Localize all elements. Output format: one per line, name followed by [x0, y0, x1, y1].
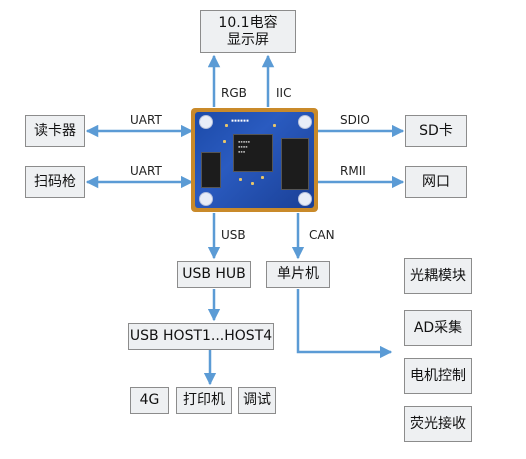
debug-box: 调试 [238, 387, 276, 414]
usb-host-label: USB HOST1...HOST4 [129, 328, 273, 344]
scanner-box: 扫码枪 [25, 166, 85, 198]
network-label: 网口 [422, 173, 450, 190]
optocoupler-box: 光耦模块 [404, 258, 472, 294]
component [223, 140, 226, 143]
printer-box: 打印机 [176, 387, 232, 414]
motor-control-box: 电机控制 [404, 358, 472, 394]
mounting-hole [298, 192, 312, 206]
fluorescence-label: 荧光接收 [410, 415, 466, 432]
debug-label: 调试 [243, 392, 271, 408]
card-reader-label: 读卡器 [34, 122, 76, 139]
display-label-line2: 显示屏 [227, 31, 269, 48]
motor-control-label: 电机控制 [410, 367, 466, 384]
label-uart-top: UART [130, 113, 162, 127]
memory-chip [281, 138, 309, 190]
component [251, 182, 254, 185]
usb-hub-box: USB HUB [177, 261, 251, 288]
mounting-hole [298, 115, 312, 129]
fluorescence-box: 荧光接收 [404, 406, 472, 442]
pcb: ▪▪▪▪▪▪▪▪▪▪▪▪ ▪▪▪▪▪▪ [195, 112, 314, 208]
processor-chip: ▪▪▪▪▪▪▪▪▪▪▪▪ [233, 134, 273, 172]
silkscreen: ▪▪▪▪▪▪ [231, 118, 250, 124]
label-rgb: RGB [221, 86, 247, 100]
label-can: CAN [309, 228, 335, 242]
component [225, 124, 228, 127]
arrow-mcu-peripherals [296, 289, 393, 359]
mounting-hole [199, 115, 213, 129]
component [273, 124, 276, 127]
mcu-label: 单片机 [277, 266, 319, 282]
label-uart-bottom: UART [130, 164, 162, 178]
mcu-box: 单片机 [266, 261, 330, 288]
label-usb: USB [221, 228, 246, 242]
label-rmii: RMII [340, 164, 366, 178]
sd-card-label: SD卡 [419, 122, 453, 139]
usb-host-box: USB HOST1...HOST4 [128, 323, 274, 350]
label-sdio: SDIO [340, 113, 370, 127]
optocoupler-label: 光耦模块 [410, 267, 466, 284]
flash-chip [201, 152, 221, 188]
4g-box: 4G [130, 387, 169, 414]
component [239, 178, 242, 181]
display-box: 10.1电容 显示屏 [200, 10, 296, 53]
mounting-hole [199, 192, 213, 206]
core-board-image: ▪▪▪▪▪▪▪▪▪▪▪▪ ▪▪▪▪▪▪ [191, 108, 318, 212]
label-iic: IIC [276, 86, 292, 100]
ad-sampling-box: AD采集 [404, 310, 472, 346]
sd-card-box: SD卡 [405, 115, 467, 147]
printer-label: 打印机 [183, 392, 225, 408]
4g-label: 4G [139, 392, 160, 408]
display-label-line1: 10.1电容 [218, 14, 278, 31]
network-box: 网口 [405, 166, 467, 198]
component [261, 176, 264, 179]
scanner-label: 扫码枪 [34, 173, 76, 190]
ad-sampling-label: AD采集 [413, 319, 463, 336]
card-reader-box: 读卡器 [25, 115, 85, 147]
usb-hub-label: USB HUB [182, 266, 246, 282]
